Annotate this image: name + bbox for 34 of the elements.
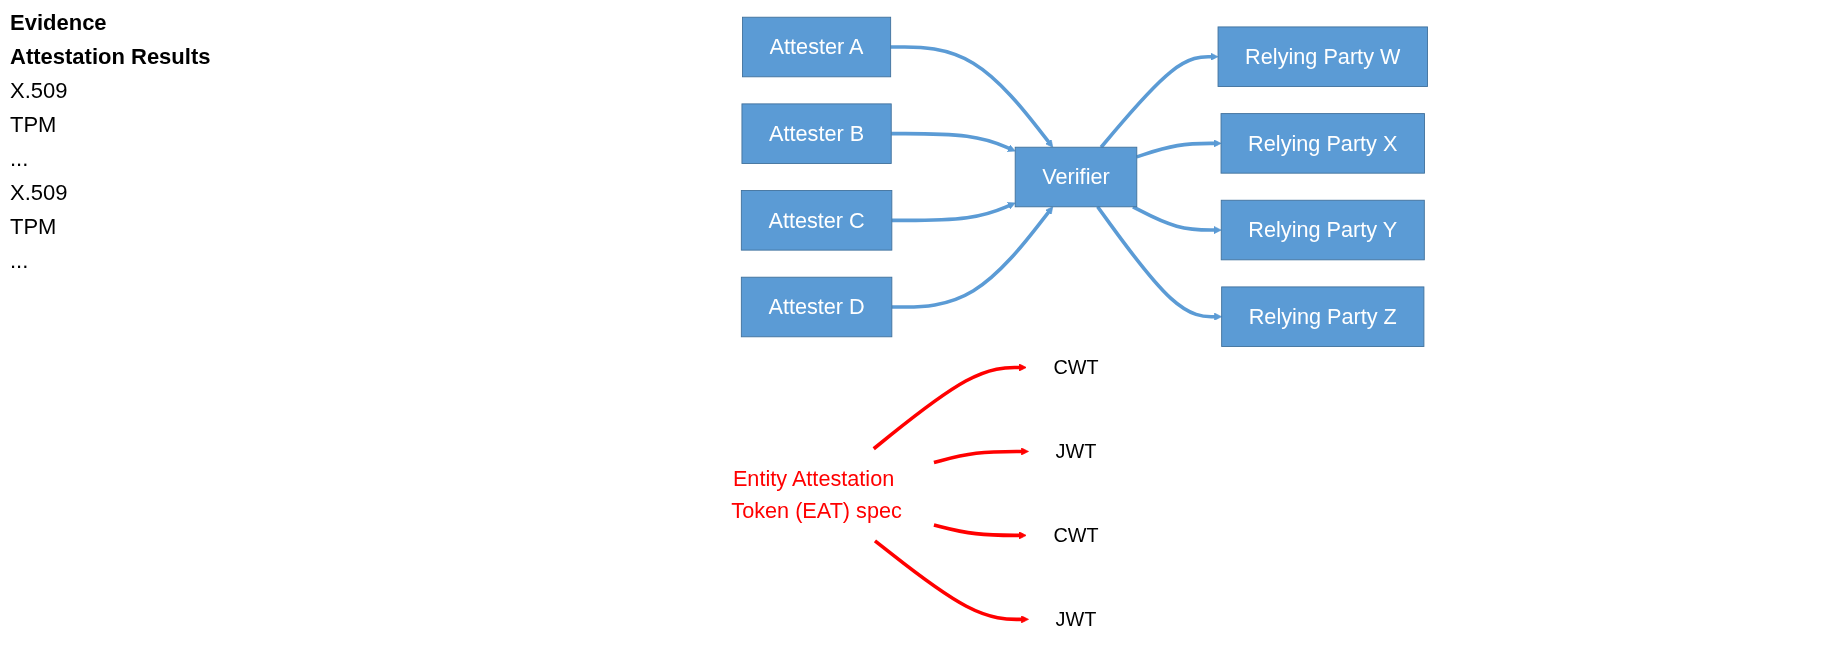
format-label: TPM [10, 112, 57, 138]
node-box: Attester D [740, 276, 892, 338]
column-heading: Attestation Results [10, 44, 211, 70]
node-box: Attester B [741, 103, 892, 164]
arrow [872, 363, 1027, 451]
arrow [1099, 52, 1218, 149]
node-text: JWT [1055, 608, 1097, 631]
node-box: Relying Party Y [1220, 199, 1425, 261]
format-label: TPM [10, 214, 57, 240]
node-box: Attester A [741, 16, 891, 78]
arrow [890, 45, 1053, 148]
node-box: Attester C [740, 190, 892, 251]
node-text: CWT [1053, 524, 1099, 547]
node-box: Relying Party Z [1220, 286, 1424, 347]
arrow [873, 539, 1029, 624]
format-label: ... [10, 248, 29, 274]
format-label: ... [10, 146, 29, 172]
arrow [1095, 205, 1222, 321]
node-text: Entity Attestation Token (EAT) spec [730, 465, 902, 523]
arrow [890, 131, 1016, 152]
node-box: Relying Party W [1217, 26, 1428, 87]
node-box: Verifier [1014, 146, 1137, 208]
arrow [1131, 205, 1222, 234]
format-label: X.509 [10, 180, 68, 206]
arrow [933, 447, 1029, 465]
column-heading: Evidence [10, 10, 107, 36]
node-text: CWT [1053, 356, 1099, 379]
format-label: X.509 [10, 78, 68, 104]
node-box: Relying Party X [1220, 113, 1425, 174]
arrow [891, 206, 1053, 309]
arrow [891, 202, 1016, 223]
arrow [933, 523, 1027, 540]
arrow [1135, 139, 1221, 159]
node-text: JWT [1055, 440, 1097, 463]
